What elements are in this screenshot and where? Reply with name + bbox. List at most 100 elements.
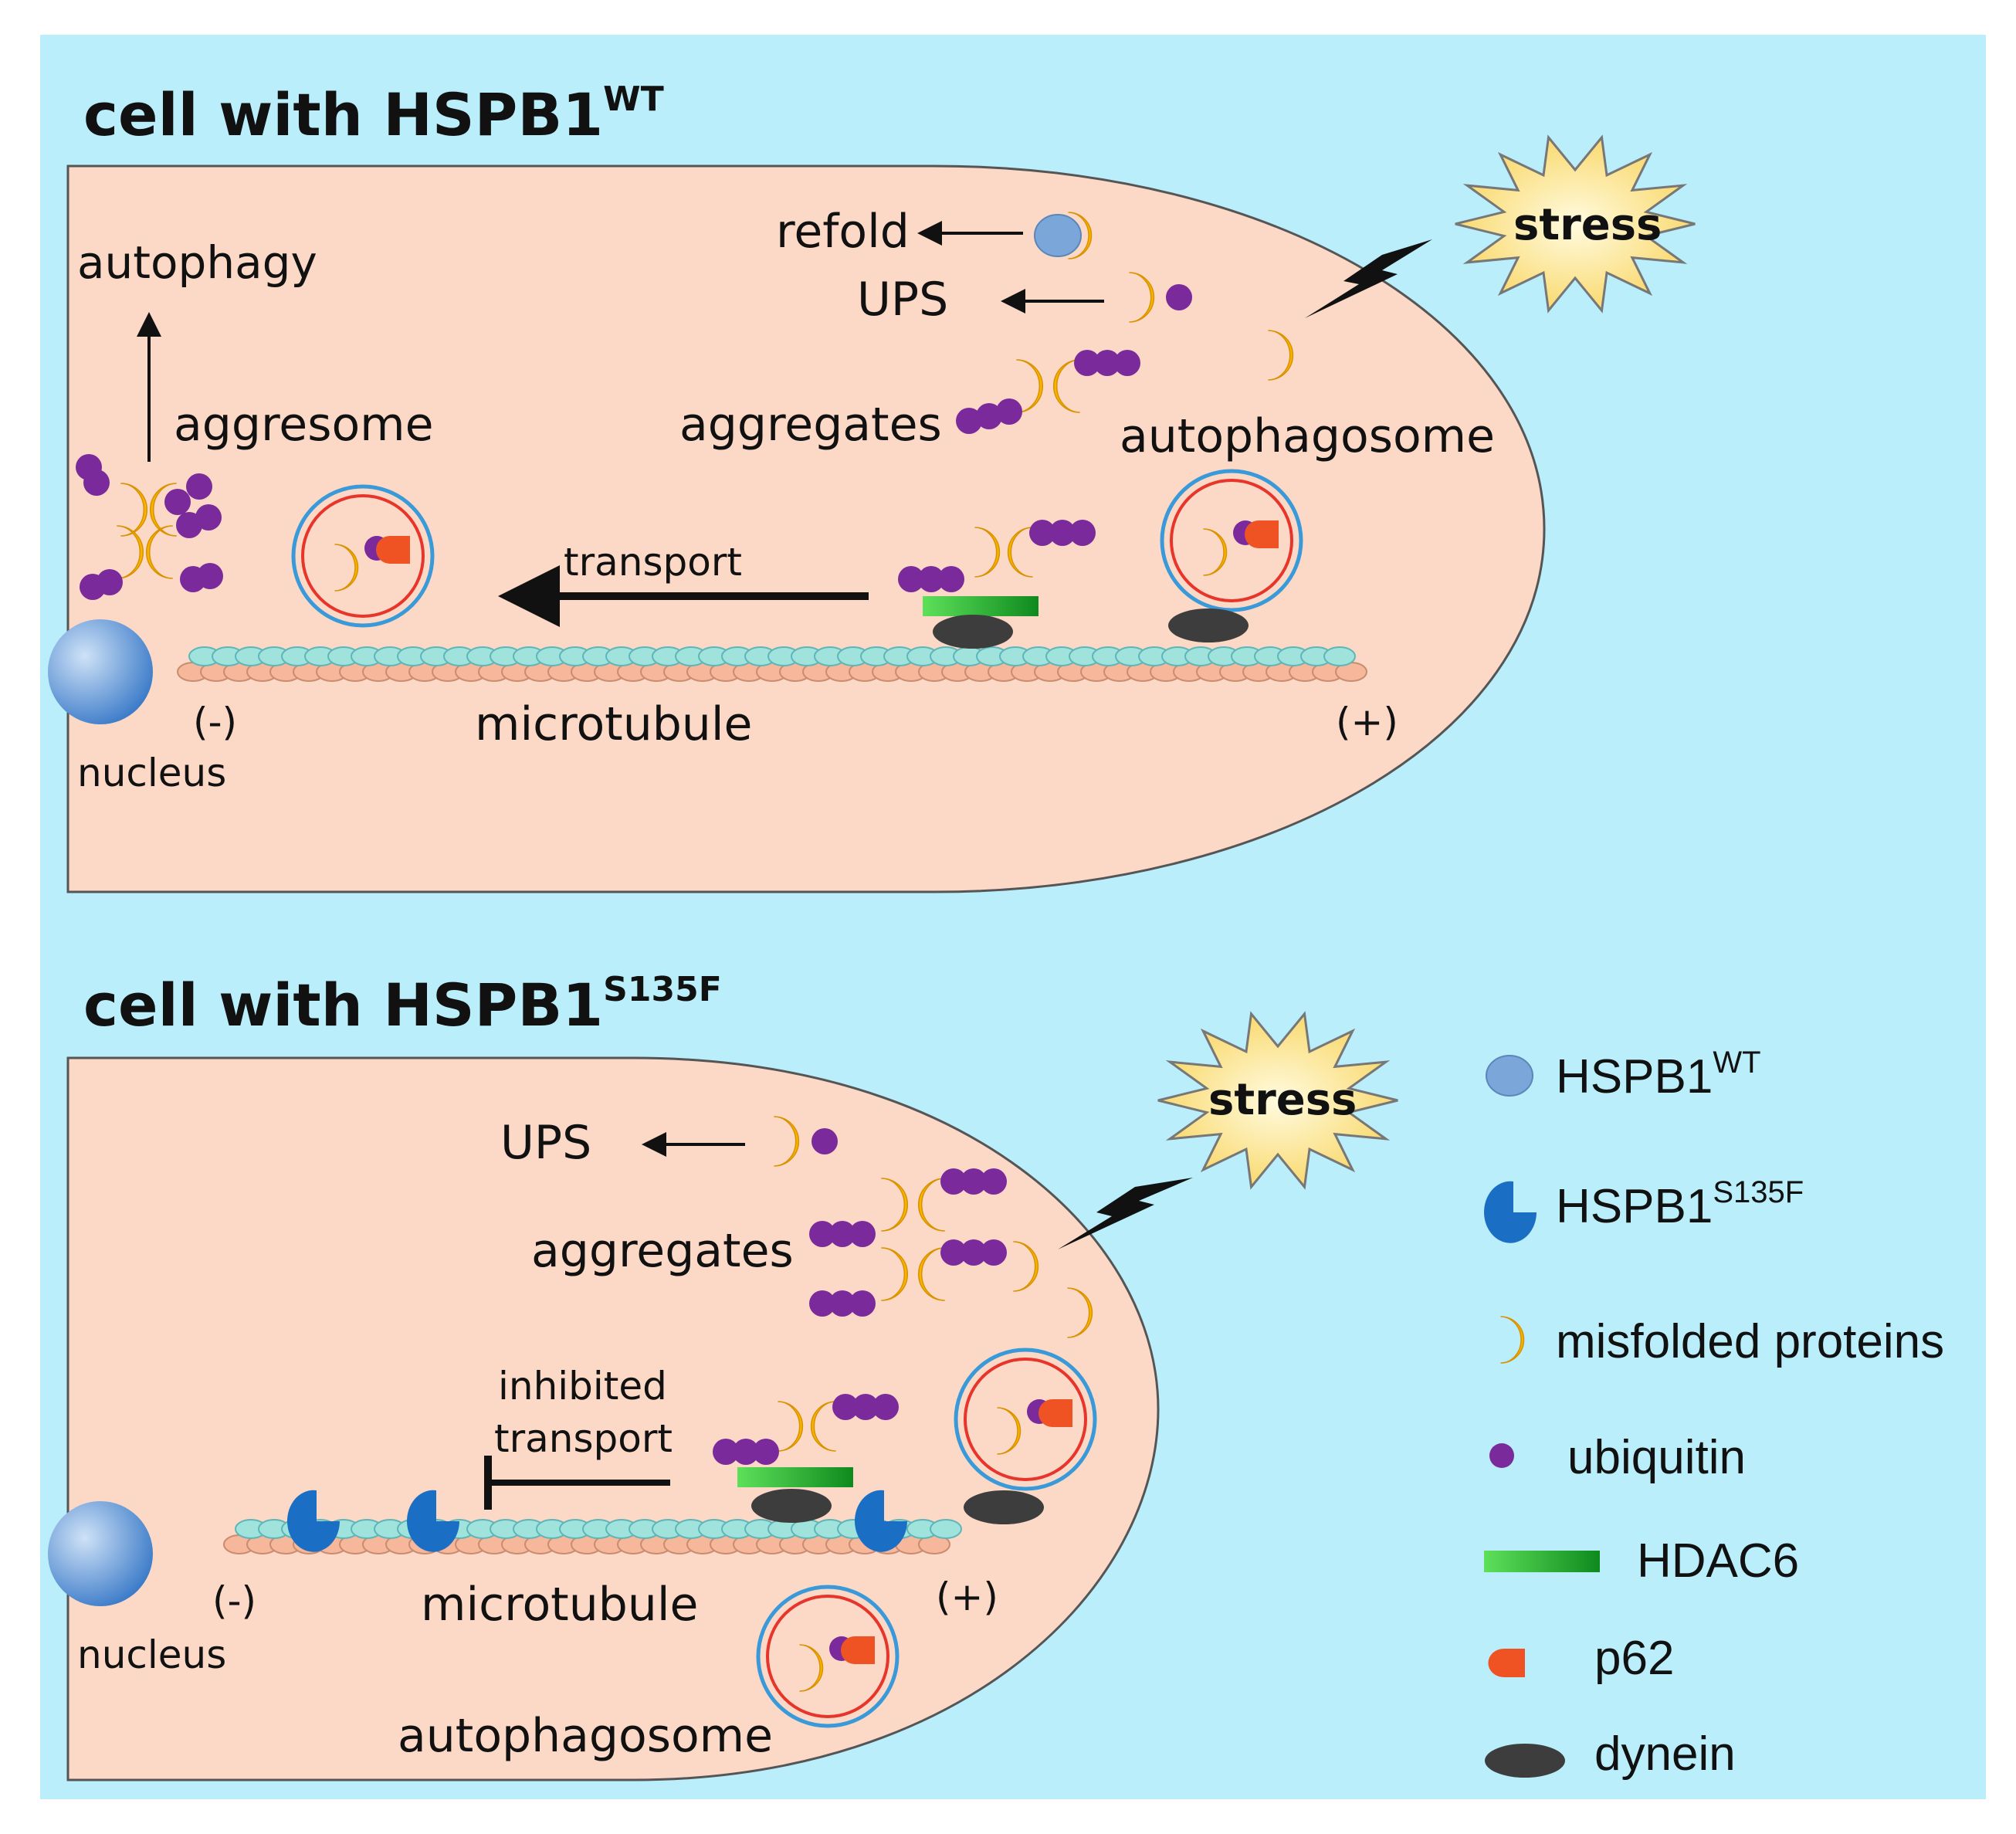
autophagosome-inner-membrane <box>1170 479 1293 602</box>
ubiquitin <box>1074 350 1100 376</box>
ubiquitin <box>852 1394 879 1420</box>
hspb1-s135f <box>855 1490 907 1552</box>
legend-hdac6-label: HDAC6 <box>1637 1534 1799 1588</box>
dynein <box>1168 609 1249 642</box>
autophagy-label: autophagy <box>77 236 317 289</box>
misfolded-protein <box>881 1247 909 1301</box>
ubiquitin <box>849 1290 876 1317</box>
legend-hspb1-s135f-sup: S135F <box>1713 1175 1804 1209</box>
misfolded-protein-shape <box>917 1247 945 1301</box>
ubiquitin <box>1114 350 1140 376</box>
autophagosome-inner-membrane <box>766 1595 889 1718</box>
autophagosome <box>954 1348 1097 1491</box>
misfolded-protein-shape <box>774 1116 800 1167</box>
autophagosome-outer-membrane <box>291 484 435 628</box>
stress-burst-wt <box>1455 134 1696 314</box>
autophagosome <box>756 1585 900 1728</box>
hspb1-wt <box>1034 214 1082 257</box>
inhibited-label: inhibited <box>498 1364 667 1409</box>
legend-dynein-label: dynein <box>1594 1727 1736 1781</box>
ubiquitin <box>186 473 212 500</box>
misfolded-protein <box>1067 1287 1093 1338</box>
cell-body-mutant <box>66 1056 1160 1781</box>
ubiquitin <box>956 408 982 434</box>
ubiquitin <box>898 566 924 592</box>
dynein <box>751 1489 832 1523</box>
ubiquitin <box>97 569 123 595</box>
ubiquitin <box>961 1239 987 1266</box>
misfolded-protein <box>774 1116 800 1167</box>
legend-hspb1-s135f-swatch <box>1484 1181 1537 1243</box>
misfolded-protein <box>1013 1241 1039 1292</box>
tubulin-alpha <box>1323 646 1356 666</box>
misfolded-protein-shape <box>1129 272 1155 323</box>
legend-hspb1-wt-sup: WT <box>1713 1046 1760 1080</box>
panel-wt-title-sup: WT <box>603 80 664 119</box>
p62 <box>1038 1399 1072 1427</box>
legend-ubiquitin-swatch <box>1489 1443 1514 1468</box>
legend-p62-swatch <box>1488 1649 1525 1677</box>
misfolded-protein-shape <box>1007 527 1033 578</box>
panel-mutant: cell with HSPB1S135F nucleus (-) (+) mic… <box>48 970 1398 1781</box>
hdac6 <box>923 596 1038 616</box>
misfolded-protein-shape <box>1268 330 1294 381</box>
ubiquitin <box>809 1290 835 1317</box>
misfolded-protein <box>120 483 148 537</box>
stress-label-mut: stress <box>1208 1075 1357 1125</box>
legend-misfolded-label: misfolded proteins <box>1556 1315 1944 1368</box>
minus-end-mut: (-) <box>212 1578 256 1623</box>
autophagosome-outer-membrane <box>954 1348 1097 1491</box>
ubiquitin <box>1166 284 1192 310</box>
ubiquitin <box>872 1394 899 1420</box>
lightning-icon <box>1305 239 1432 318</box>
dynein <box>964 1490 1044 1524</box>
stress-label-wt: stress <box>1513 200 1662 250</box>
ubiquitin <box>1049 520 1076 546</box>
p62 <box>841 1636 875 1664</box>
stress-burst-mut <box>1157 1011 1398 1190</box>
misfolded-protein-shape <box>974 527 1001 578</box>
misfolded-protein <box>145 525 173 579</box>
misfolded-protein-shape <box>810 1401 836 1452</box>
nucleus-mut <box>48 1501 153 1606</box>
panel-mut-title: cell with HSPB1S135F <box>83 970 722 1039</box>
panel-wt: cell with HSPB1WT nucleus (-) (+) microt… <box>48 80 1696 893</box>
ubiquitin <box>996 398 1022 425</box>
hspb1-s135f <box>407 1490 459 1552</box>
tubulin-alpha <box>930 1519 962 1539</box>
nucleus-label-wt: nucleus <box>77 751 226 795</box>
microtubule-label-mut: microtubule <box>421 1578 698 1632</box>
autophagosome <box>291 484 435 628</box>
ubiquitin <box>1069 520 1096 546</box>
misfolded-protein-shape <box>334 544 359 592</box>
misfolded-protein <box>1007 527 1033 578</box>
autophagosome <box>1160 469 1303 612</box>
misfolded-protein-shape <box>1052 359 1080 413</box>
ubiquitin <box>981 1168 1007 1195</box>
ubiquitin <box>1094 350 1120 376</box>
dynein <box>933 615 1013 649</box>
ubiquitin <box>940 1168 967 1195</box>
minus-end-wt: (-) <box>193 700 237 744</box>
legend-dynein-swatch <box>1485 1744 1565 1778</box>
aggregates-label-mut: aggregates <box>531 1224 794 1278</box>
autophagosome-inner-membrane <box>964 1358 1087 1481</box>
ubiquitin <box>195 504 222 531</box>
misfolded-protein <box>1052 359 1080 413</box>
misfolded-protein <box>149 483 177 537</box>
panel-mut-molecules <box>287 1116 1097 1728</box>
misfolded-protein-shape <box>799 1644 824 1692</box>
plus-end-mut: (+) <box>936 1575 998 1619</box>
legend-misfolded-swatch <box>1500 1316 1525 1364</box>
legend: HSPB1WT HSPB1S135F misfolded proteins ub… <box>1484 1046 1944 1781</box>
microtubule-wt <box>177 646 1367 682</box>
hdac6 <box>737 1467 853 1487</box>
ubiquitin <box>1029 520 1055 546</box>
misfolded-protein <box>974 527 1001 578</box>
panel-mut-title-sup: S135F <box>603 970 722 1009</box>
autophagosome-inner-membrane <box>301 494 425 618</box>
misfolded-protein <box>334 544 359 592</box>
ubiquitin <box>829 1290 856 1317</box>
